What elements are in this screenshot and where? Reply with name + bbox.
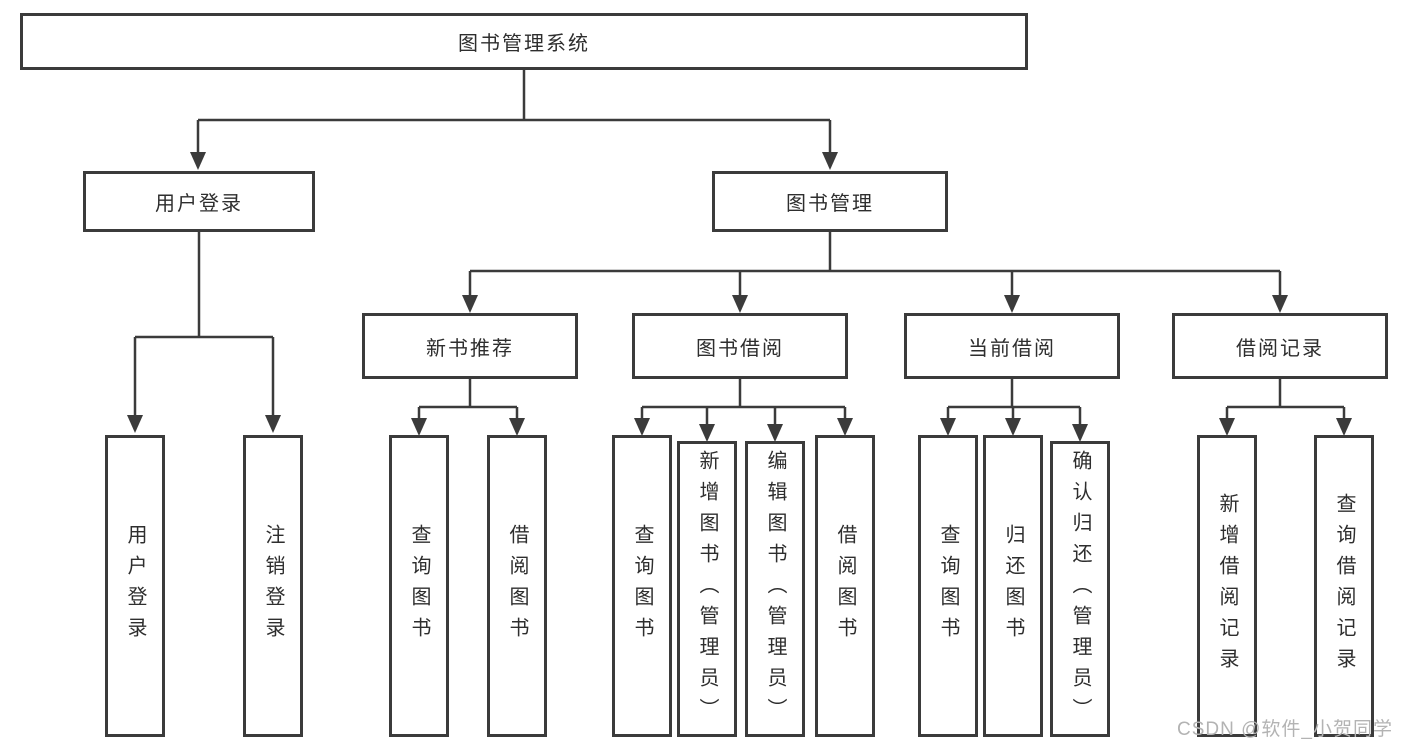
leaf-borrow-books-recommend: 借阅图书	[487, 435, 547, 737]
node-book-management-branch: 图书管理	[712, 171, 948, 232]
node-user-login-branch: 用户登录	[83, 171, 315, 232]
leaf-add-books-admin: 新增图书（管理员）	[677, 441, 737, 737]
node-label: 查询图书	[408, 524, 430, 648]
leaf-user-login: 用户登录	[105, 435, 165, 737]
node-label: 图书管理	[786, 193, 874, 215]
node-label: 当前借阅	[968, 337, 1056, 360]
leaf-logout: 注销登录	[243, 435, 303, 737]
node-label: 新增借阅记录	[1216, 493, 1238, 679]
leaf-borrow-books: 借阅图书	[815, 435, 875, 737]
node-label: 借阅图书	[506, 524, 528, 648]
leaf-edit-books-admin: 编辑图书（管理员）	[745, 441, 805, 737]
node-label: 图书管理系统	[458, 33, 590, 55]
node-label: 确认归还（管理员）	[1069, 449, 1091, 729]
leaf-query-books-current: 查询图书	[918, 435, 978, 737]
node-label: 查询借阅记录	[1333, 493, 1355, 679]
node-label: 借阅图书	[834, 524, 856, 648]
leaf-confirm-return-admin: 确认归还（管理员）	[1050, 441, 1110, 737]
node-label: 查询图书	[631, 524, 653, 648]
node-label: 新增图书（管理员）	[696, 449, 718, 729]
node-label: 用户登录	[155, 193, 243, 215]
leaf-add-borrow-record: 新增借阅记录	[1197, 435, 1257, 737]
node-new-book-recommend: 新书推荐	[362, 313, 578, 379]
node-borrow-records: 借阅记录	[1172, 313, 1388, 379]
leaf-query-borrow-record: 查询借阅记录	[1314, 435, 1374, 737]
node-label: 新书推荐	[426, 337, 514, 360]
arrowheads	[127, 152, 1352, 442]
node-current-borrow: 当前借阅	[904, 313, 1120, 379]
leaf-return-books: 归还图书	[983, 435, 1043, 737]
csdn-watermark: CSDN @软件_小贺同学	[1177, 719, 1393, 740]
node-book-borrow: 图书借阅	[632, 313, 848, 379]
leaf-query-books-borrow: 查询图书	[612, 435, 672, 737]
node-label: 用户登录	[124, 524, 146, 648]
node-label: 图书借阅	[696, 337, 784, 360]
leaf-query-books-recommend: 查询图书	[389, 435, 449, 737]
node-root-library-system: 图书管理系统	[20, 13, 1028, 70]
node-label: 查询图书	[937, 524, 959, 648]
node-label: 编辑图书（管理员）	[764, 449, 786, 729]
node-label: 借阅记录	[1236, 337, 1324, 360]
node-label: 归还图书	[1002, 524, 1024, 648]
node-label: 注销登录	[262, 524, 284, 648]
